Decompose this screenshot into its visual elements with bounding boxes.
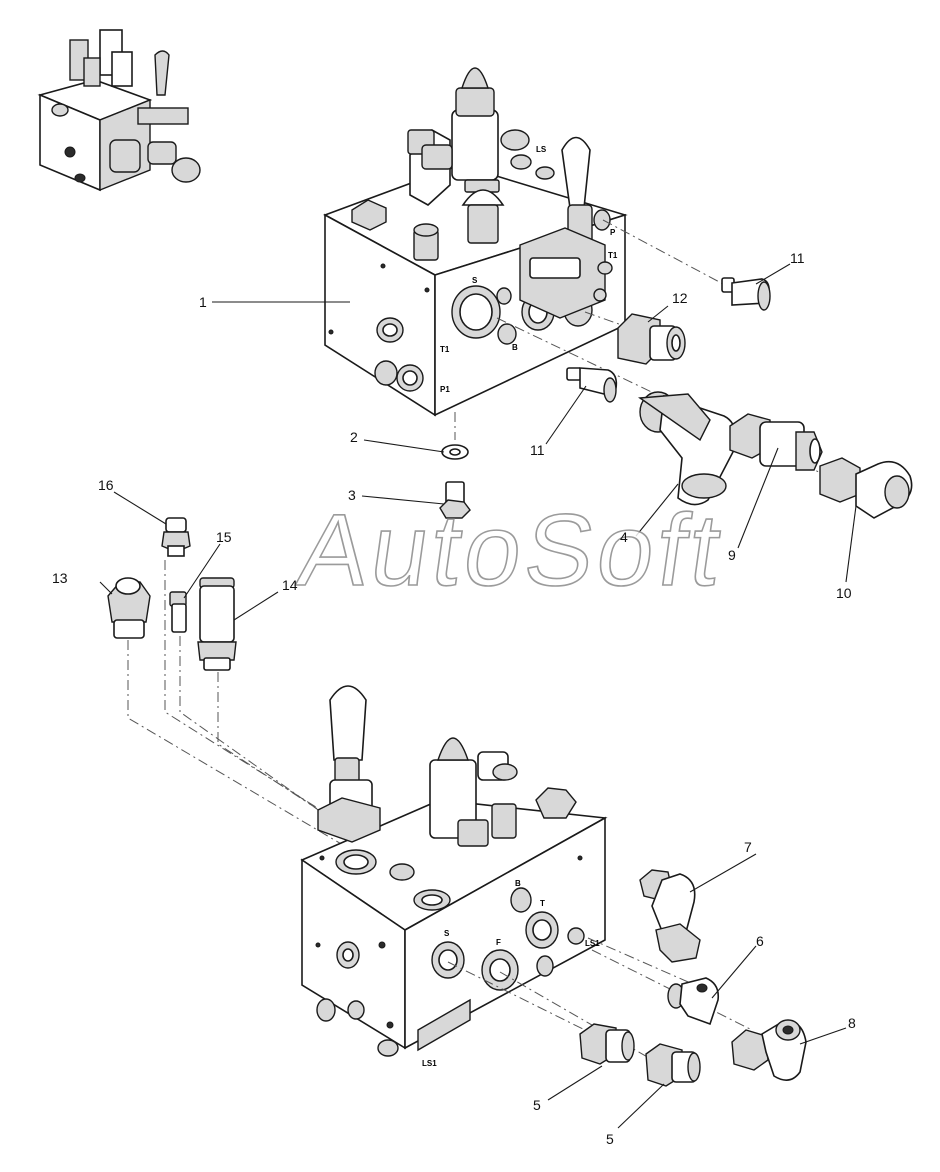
callout-15: 15 [216, 529, 232, 545]
part-5-first [579, 1023, 635, 1065]
thumbnail-assembly [37, 29, 201, 192]
callout-5-first: 5 [533, 1097, 541, 1113]
callout-1: 1 [199, 294, 207, 310]
callout-2: 2 [350, 429, 358, 445]
part-15 [169, 591, 187, 633]
part-13 [107, 577, 151, 639]
callout-8: 8 [848, 1015, 856, 1031]
part-10 [819, 457, 913, 519]
port-mark-b: B [512, 343, 518, 352]
port-mark-t-lower: T [540, 899, 545, 908]
leader-lines [99, 263, 857, 1129]
callout-11-upper: 11 [790, 250, 805, 266]
callout-4: 4 [620, 529, 628, 545]
port-mark-ls1-side: LS1 [585, 939, 600, 948]
callout-7: 7 [744, 839, 752, 855]
callout-16: 16 [98, 477, 114, 493]
callout-13: 13 [52, 570, 68, 586]
port-mark-p: P [610, 228, 616, 237]
lower-valve-block: B T LS1 F S LS1 [300, 685, 608, 1068]
callout-3: 3 [348, 487, 356, 503]
part-7 [639, 869, 701, 963]
part-5-second [645, 1043, 701, 1087]
callout-12: 12 [672, 290, 688, 306]
callout-9: 9 [728, 547, 736, 563]
callout-6: 6 [756, 933, 764, 949]
callout-11-lower: 11 [530, 442, 545, 458]
part-8 [731, 1019, 807, 1081]
callout-5-second: 5 [606, 1131, 614, 1147]
part-14 [197, 577, 237, 671]
part-3-screw [439, 481, 471, 519]
callout-10: 10 [836, 585, 852, 601]
part-9 [729, 413, 823, 471]
port-mark-f-lower: F [496, 938, 501, 947]
port-mark-t1: T1 [608, 251, 618, 260]
part-16 [161, 517, 191, 557]
part-11-upper [721, 277, 771, 311]
port-mark-ls1-bottom: LS1 [422, 1059, 437, 1068]
watermark-text: AutoSoft [291, 492, 732, 608]
part-6 [667, 977, 720, 1026]
port-mark-s-lower: S [444, 929, 450, 938]
part-12 [617, 313, 686, 365]
port-mark-t1-front: T1 [440, 345, 450, 354]
port-mark-p1: P1 [440, 385, 450, 394]
part-11-lower [566, 367, 618, 403]
port-mark-ls: LS [536, 145, 547, 154]
callout-14: 14 [282, 577, 298, 593]
upper-valve-block: LS P T1 S T1 P1 B [323, 67, 628, 417]
part-2-washer [441, 444, 469, 460]
port-mark-b-lower: B [515, 879, 521, 888]
part-4-elbow [638, 391, 737, 506]
port-mark-s: S [472, 276, 478, 285]
